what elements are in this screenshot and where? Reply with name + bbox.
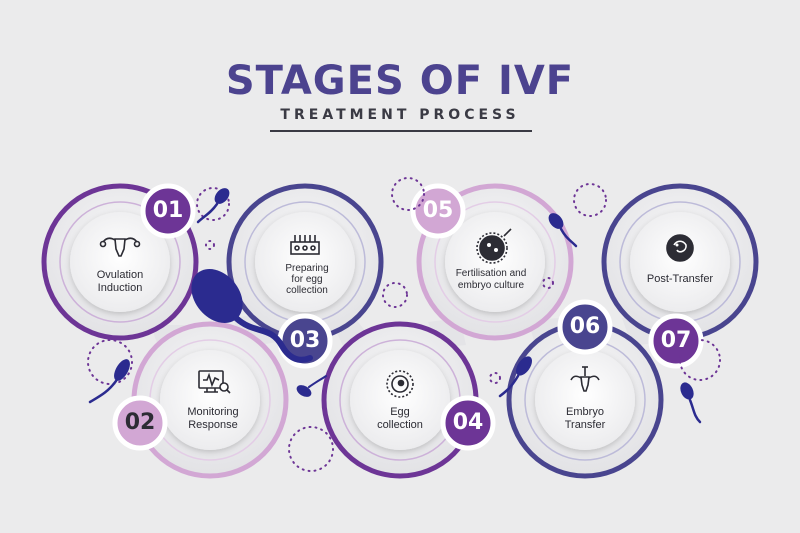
stage-circle-7 [601, 183, 759, 341]
stage-6-label: Embryo Transfer [530, 406, 640, 432]
sperm-icon [548, 213, 578, 248]
stage-6-label-line2: Transfer [564, 419, 606, 431]
badge-7 [648, 313, 704, 369]
stage-1-label-line1: Ovulation [96, 269, 144, 281]
sperm-icon [296, 375, 327, 397]
stage-1-disc [70, 212, 170, 312]
stage-4-label-line2: collection [377, 419, 423, 431]
title-divider [270, 130, 532, 132]
transfer-icon [570, 366, 600, 392]
dotted-circle [489, 372, 501, 384]
stage-2-label-line1: Monitoring [187, 406, 239, 418]
stage-3-label: Preparing for egg collection [252, 263, 362, 296]
badge-6 [557, 299, 613, 355]
sperm-icon [191, 269, 313, 363]
stage-3-number: 03 [289, 328, 321, 353]
stage-4-disc [350, 350, 450, 450]
monitor-search-icon [198, 370, 231, 394]
stage-circle-4 [321, 321, 479, 479]
stage-3-label-line2: for egg [291, 274, 323, 285]
stage-2-label: Monitoring Response [158, 406, 268, 432]
stage-7-label-line1: Post-Transfer [646, 273, 714, 285]
stage-5-label-line1: Fertilisation and [455, 268, 527, 279]
stage-1-label-line2: Induction [97, 282, 143, 294]
stage-6-label-line1: Embryo [566, 406, 604, 418]
stage-2-label-line2: Response [188, 419, 238, 431]
uterus-icon [99, 237, 141, 257]
stage-1-number: 01 [152, 198, 184, 223]
fertilisation-icon [476, 228, 512, 264]
badge-2 [112, 395, 168, 451]
egg-cell-icon [386, 370, 414, 398]
dotted-circle [196, 187, 230, 221]
stage-4-label-line1: Egg [390, 406, 410, 418]
badge-4 [440, 395, 496, 451]
lab-tray-icon [290, 235, 320, 255]
stage-4-number: 04 [452, 410, 484, 435]
dotted-circle [288, 426, 334, 472]
sperm-icon [498, 356, 532, 398]
decorative-dots [87, 177, 721, 472]
stage-4-label: Egg collection [345, 406, 455, 432]
stage-6-disc [535, 350, 635, 450]
stage-3-label-line1: Preparing [285, 263, 329, 274]
dotted-circle [382, 282, 408, 308]
dotted-circle [87, 339, 133, 385]
page-subtitle: TREATMENT PROCESS [280, 107, 520, 123]
dotted-circle [679, 339, 721, 381]
stage-6-number: 06 [569, 314, 601, 339]
sperm-decorations [88, 188, 702, 424]
stage-5-label: Fertilisation and embryo culture [436, 268, 546, 292]
dotted-circle [391, 177, 425, 211]
badge-5 [410, 183, 466, 239]
sperm-icon [88, 359, 130, 404]
stage-3-label-line3: collection [286, 285, 328, 296]
stage-5-inner-ring [434, 201, 556, 323]
page-title: STAGES OF IVF [225, 58, 575, 104]
stage-circle-6 [506, 321, 664, 479]
embryo-icon [666, 234, 694, 262]
stage-7-label: Post-Transfer [625, 273, 735, 286]
sperm-icon [196, 188, 230, 224]
stage-7-number: 07 [660, 328, 692, 353]
stage-7-disc [630, 212, 730, 312]
stage-1-inner-ring [59, 201, 181, 323]
stage-2-disc [160, 350, 260, 450]
dotted-circle [205, 240, 215, 250]
dotted-circle [573, 183, 607, 217]
stage-3-disc [255, 212, 355, 312]
dotted-circle [542, 277, 554, 289]
stage-5-number: 05 [422, 198, 454, 223]
stage-5-label-line2: embryo culture [457, 280, 525, 291]
number-badges [112, 183, 704, 451]
stage-2-number: 02 [124, 410, 156, 435]
stage-1-label: Ovulation Induction [65, 269, 175, 295]
badge-1 [140, 183, 196, 239]
sperm-icon [680, 382, 702, 424]
